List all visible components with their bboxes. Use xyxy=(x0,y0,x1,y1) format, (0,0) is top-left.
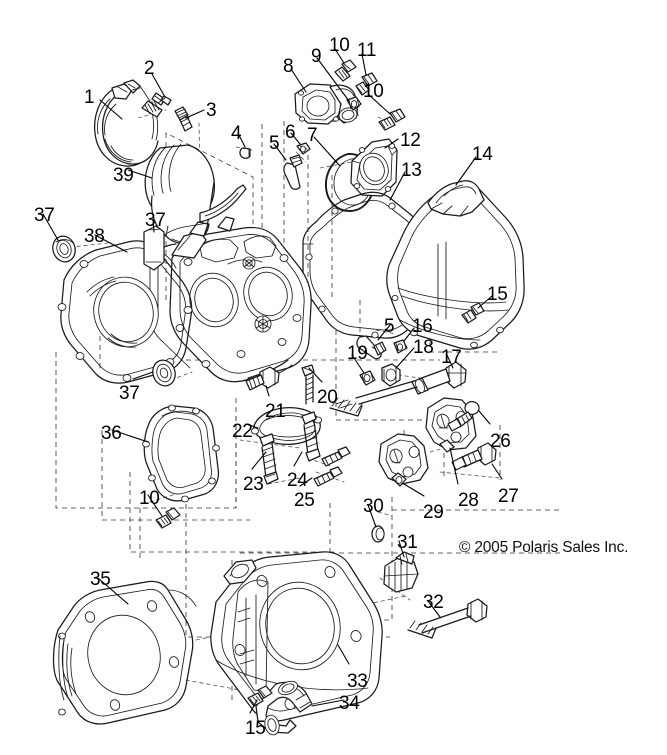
callout-36-gasket: 36 xyxy=(101,423,122,444)
part-38-head-gasket xyxy=(57,240,193,384)
part-26-bolt xyxy=(447,400,480,432)
callout-25-pin: 25 xyxy=(294,490,315,511)
callout-37-valve-seal: 37 xyxy=(34,205,55,226)
callout-18-nut: 18 xyxy=(413,337,434,358)
part-5-dowel-pin-mid xyxy=(356,335,387,360)
part-4-plug xyxy=(239,147,251,159)
callout-38-head-gasket: 38 xyxy=(84,226,105,247)
part-33-cylinder xyxy=(210,551,383,722)
callout-16-washer: 16 xyxy=(412,316,433,337)
callout-10-bolt: 10 xyxy=(329,35,350,56)
callout-13-valve-cover-gasket: 13 xyxy=(401,160,422,181)
part-27-bolt xyxy=(451,442,497,471)
callout-29-rocker-arm: 29 xyxy=(423,502,444,523)
callout-4-plug: 4 xyxy=(231,123,242,144)
callout-17-bolt: 17 xyxy=(441,347,462,368)
callout-3-stud: 3 xyxy=(206,100,217,121)
callout-39-intake-boot: 39 xyxy=(113,165,134,186)
callout-10-bolt: 10 xyxy=(363,81,384,102)
callout-2-bolt: 2 xyxy=(144,58,155,79)
part-29-rocker-arm xyxy=(378,433,429,487)
callout-34-elbow-fitting: 34 xyxy=(339,693,360,714)
part-30-o-ring xyxy=(371,525,385,543)
part-25-pin xyxy=(313,466,343,487)
part-34-elbow-fitting xyxy=(255,680,313,736)
callout-15-bolt: 15 xyxy=(487,284,508,305)
part-17-long-bolt xyxy=(329,361,467,417)
callout-27-bolt: 27 xyxy=(498,486,519,507)
callout-6-washer: 6 xyxy=(285,122,296,143)
part-11-bolt xyxy=(355,72,378,96)
callout-21-bolt: 21 xyxy=(265,401,286,422)
part-37-valve-seal-mid xyxy=(143,225,165,271)
part-2-bolt xyxy=(141,92,172,118)
part-24-pin xyxy=(321,446,351,467)
callout-7-o-ring: 7 xyxy=(307,125,318,146)
callout-11-bolt: 11 xyxy=(357,40,377,61)
callout-9-washer: 9 xyxy=(311,46,322,67)
callout-26-bolt: 26 xyxy=(490,431,511,452)
part-10-bolt-upper xyxy=(334,59,357,82)
part-35-base-gasket xyxy=(52,580,197,725)
part-16-washer xyxy=(393,339,408,354)
callout-31-fitting: 31 xyxy=(397,532,418,553)
part-24-spring xyxy=(301,411,321,462)
callout-12-flange-housing: 12 xyxy=(400,130,421,151)
part-10-bolt-lower xyxy=(378,108,406,131)
callout-35-cylinder-base-gasket: 35 xyxy=(90,569,111,590)
callout-33-cylinder: 33 xyxy=(347,671,368,692)
part-14-valve-cover xyxy=(386,180,525,350)
part-19-washer xyxy=(359,370,376,386)
callout-5-dowel-pin: 5 xyxy=(269,133,280,154)
callout-30-o-ring: 30 xyxy=(363,496,384,517)
callout-5-dowel-pin: 5 xyxy=(384,316,395,337)
part-10-bolt-gasket xyxy=(155,507,181,529)
part-18-nut xyxy=(381,363,401,387)
callout-37-valve-seal: 37 xyxy=(119,383,140,404)
copyright-notice: © 2005 Polaris Sales Inc. xyxy=(459,539,629,556)
part-36-gasket xyxy=(142,404,220,503)
part-37-valve-seal-left xyxy=(52,235,76,263)
part-9-washer xyxy=(346,96,362,111)
callout-19-washer: 19 xyxy=(347,343,368,364)
callout-24-pin: 24 xyxy=(287,470,308,491)
callout-20-spring: 20 xyxy=(317,387,338,408)
part-12-flange-housing xyxy=(350,138,398,197)
part-32-long-bolt xyxy=(407,598,488,639)
callout-15-bolt: 15 xyxy=(245,718,266,739)
part-31-fitting xyxy=(383,551,419,593)
leader-lines xyxy=(42,48,503,714)
part-3-stud xyxy=(174,106,193,132)
part-5-dowel-pin-upper xyxy=(283,154,303,190)
callout-8-thermostat-housing: 8 xyxy=(283,56,294,77)
part-15-bolt-bottom xyxy=(247,685,273,707)
part-6-washer xyxy=(296,142,311,155)
part-23-spring xyxy=(259,433,279,485)
callout-23-spring: 23 xyxy=(243,474,264,495)
callout-1-clamp: 1 xyxy=(84,87,95,108)
callout-28-rocker-arm: 28 xyxy=(458,490,479,511)
part-37-valve-seal-low xyxy=(152,359,176,387)
callout-10-bolt: 10 xyxy=(139,488,160,509)
part-21-bolt xyxy=(245,366,280,391)
callout-37-valve-seal: 37 xyxy=(145,210,166,231)
part-8-thermostat-housing xyxy=(294,83,359,125)
callout-32-bolt: 32 xyxy=(423,592,444,613)
cylinder-head-assembly xyxy=(169,216,312,384)
callout-14-valve-cover: 14 xyxy=(472,144,493,165)
part-15-bolt-cover xyxy=(461,302,485,324)
part-1-clamp xyxy=(93,79,159,167)
callout-22-gasket-seal: 22 xyxy=(232,421,253,442)
